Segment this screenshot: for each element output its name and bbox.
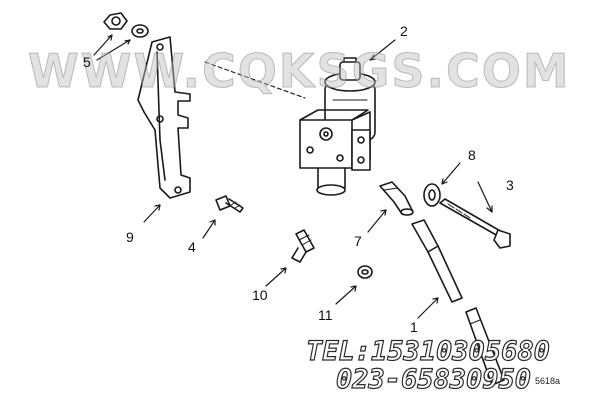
small-nut-part xyxy=(357,265,373,279)
fitting-part xyxy=(291,229,315,263)
callout-4: 4 xyxy=(188,239,196,255)
leader-lines xyxy=(93,34,493,319)
contact-phone: 023-65830950 xyxy=(335,363,532,395)
nut-part xyxy=(103,12,128,30)
callout-10: 10 xyxy=(252,287,268,303)
valve-part xyxy=(299,57,376,196)
watermark-text: WWW.CQKSGS.COM xyxy=(28,44,571,99)
short-bolt-part xyxy=(215,195,244,213)
long-bolt-part xyxy=(439,198,511,249)
callout-9: 9 xyxy=(126,229,134,245)
contact-tel: TEL:15310305680 xyxy=(305,335,550,367)
callout-11: 11 xyxy=(318,307,333,323)
seal-washer-part xyxy=(423,183,441,207)
washer-part xyxy=(131,24,149,38)
callout-7: 7 xyxy=(354,233,362,249)
figure-code: 5618a xyxy=(535,376,561,386)
callout-2: 2 xyxy=(400,23,408,39)
callout-3: 3 xyxy=(506,177,514,193)
tube-part xyxy=(411,219,505,386)
callout-8: 8 xyxy=(468,147,476,163)
callout-5: 5 xyxy=(83,54,91,70)
bracket-part xyxy=(137,36,191,199)
elbow-fitting-part xyxy=(379,181,414,216)
callout-1: 1 xyxy=(410,319,418,335)
